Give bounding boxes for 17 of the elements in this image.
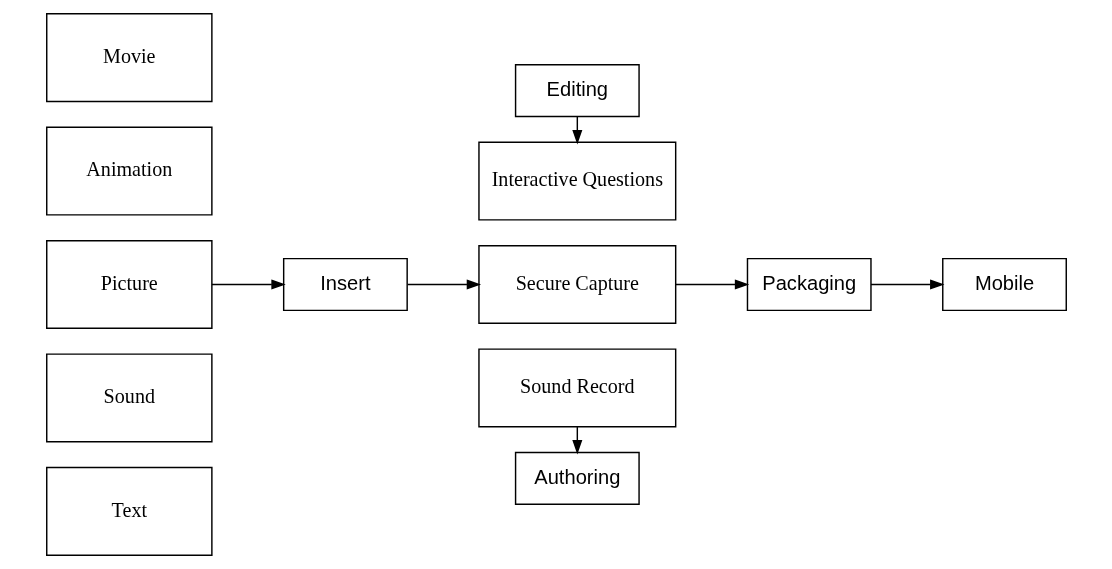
node-box: Sound Record [477, 348, 676, 428]
node-box: Movie [45, 13, 213, 103]
node-box: Animation [45, 126, 213, 216]
node-box: Editing [514, 64, 640, 118]
node-box: Text [45, 466, 213, 556]
node-box: Interactive Questions [477, 141, 676, 221]
arrow [210, 279, 286, 290]
node-box: Mobile [941, 257, 1067, 312]
arrow [406, 279, 481, 290]
node-box: Insert [282, 257, 408, 312]
arrow [869, 279, 944, 290]
node-box: Sound [45, 353, 213, 443]
node-box: Authoring [514, 451, 640, 505]
node-box: Packaging [746, 257, 872, 312]
node-box: Secure Capture [477, 245, 676, 324]
arrow [674, 279, 749, 290]
node-box: Picture [45, 240, 213, 330]
